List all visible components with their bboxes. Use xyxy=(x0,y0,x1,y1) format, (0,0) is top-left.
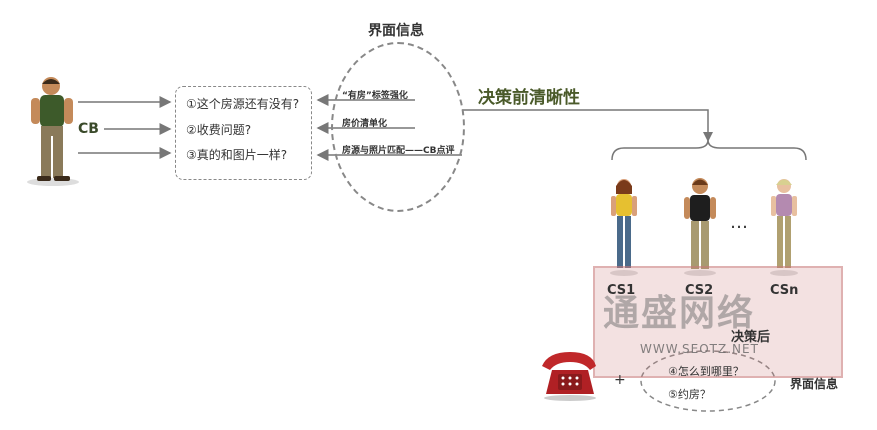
arrow-label-2: 房价清单化 xyxy=(342,119,388,129)
csn-figure xyxy=(770,179,798,276)
interface-ellipse xyxy=(331,42,465,212)
cb-person-figure xyxy=(27,77,79,186)
watermark-box xyxy=(593,266,843,378)
bottom-interface-title: 界面信息 xyxy=(790,377,839,391)
arrow-label-1: “有房”标签强化 xyxy=(342,91,408,101)
telephone-icon xyxy=(542,352,596,401)
arrow-label-3: 房源与照片匹配——CB点评 xyxy=(342,146,455,156)
dots-ellipsis: … xyxy=(730,212,748,233)
watermark-big: 通盛网络 xyxy=(603,293,756,334)
cs1-figure xyxy=(610,179,638,276)
cs2-figure xyxy=(684,178,716,276)
plus-sign: + xyxy=(614,372,626,388)
question-3: ③真的和图片一样? xyxy=(186,148,288,162)
cb-label: CB xyxy=(78,121,99,137)
watermark-small: WWW.SEOTZ.NET xyxy=(640,342,759,356)
question-2: ②收费问题? xyxy=(186,123,252,137)
after-question-5: ⑤约房？ xyxy=(668,388,711,401)
cs2-label: CS2 xyxy=(685,283,714,298)
question-1: ①这个房源还有没有? xyxy=(186,97,300,111)
csn-label: CSn xyxy=(770,283,799,298)
questions-box xyxy=(175,86,312,180)
after-question-4: ④怎么到哪里？ xyxy=(668,365,744,378)
top-interface-title: 界面信息 xyxy=(368,23,424,39)
cs1-label: CS1 xyxy=(607,283,636,298)
decision-after-title: 决策后 xyxy=(731,330,771,345)
decision-before-title: 决策前清晰性 xyxy=(478,88,580,108)
